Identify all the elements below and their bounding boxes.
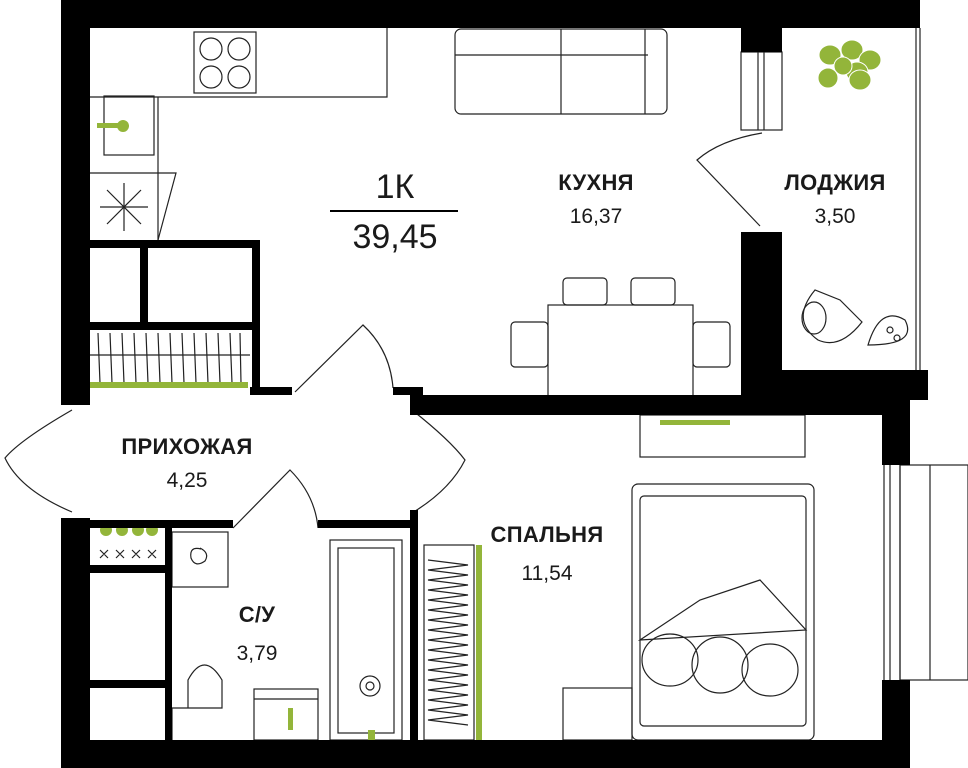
sofa-icon: [454, 28, 668, 115]
entrance-door-right: [411, 409, 466, 514]
window-icon: [740, 51, 783, 131]
room-area-bathroom: 3,79: [236, 642, 278, 665]
star-icon: [100, 183, 148, 231]
faucet-icon: [288, 708, 293, 730]
dishwasher: [90, 172, 177, 241]
plant-icon: [817, 39, 882, 91]
total-area: 39,45: [352, 218, 438, 256]
bed-icon: [631, 483, 815, 741]
room-area-hallway: 4,25: [166, 469, 208, 492]
nightstand: [562, 687, 633, 741]
pillow-icon: [641, 633, 699, 687]
room-area-bedroom: 11,54: [521, 562, 573, 585]
stove-icon: [193, 31, 257, 94]
bathroom-door: [232, 469, 319, 529]
room-name-bedroom: СПАЛЬНЯ: [490, 522, 604, 547]
walls: [61, 0, 928, 768]
room-name-hallway: ПРИХОЖАЯ: [121, 434, 253, 459]
toilet-icon: [171, 664, 223, 740]
boiler-icon: [171, 531, 229, 588]
bathtub-icon: [329, 539, 403, 741]
room-area-loggia: 3,50: [814, 205, 856, 228]
shoe-rack: [99, 549, 157, 559]
wardrobe-door-accent: [476, 545, 482, 740]
kitchen-door: [294, 324, 394, 393]
wardrobe-hangers: [97, 332, 242, 384]
armchair-icon: [802, 289, 863, 344]
apartment-type: 1К: [375, 168, 415, 206]
blanket: [637, 579, 808, 641]
side-table-icon: [867, 315, 909, 346]
entrance-door-left: [4, 409, 73, 513]
room-name-bathroom: С/У: [238, 602, 276, 627]
door-arc: [696, 132, 763, 227]
dining-table-icon: [510, 277, 731, 404]
divider-line: [330, 210, 458, 212]
loggia-window: [915, 28, 921, 370]
bedroom-window: [884, 465, 968, 680]
room-name-loggia: ЛОДЖИЯ: [784, 170, 886, 195]
wardrobe-door-accent: [90, 382, 248, 388]
faucet-icon: [368, 730, 375, 740]
room-name-kitchen: КУХНЯ: [558, 170, 634, 195]
tv-icon: [660, 420, 730, 425]
washbasin-icon: [253, 688, 319, 741]
room-area-kitchen: 16,37: [569, 205, 623, 228]
accents: [90, 39, 882, 740]
kitchen-counter: [90, 28, 388, 240]
